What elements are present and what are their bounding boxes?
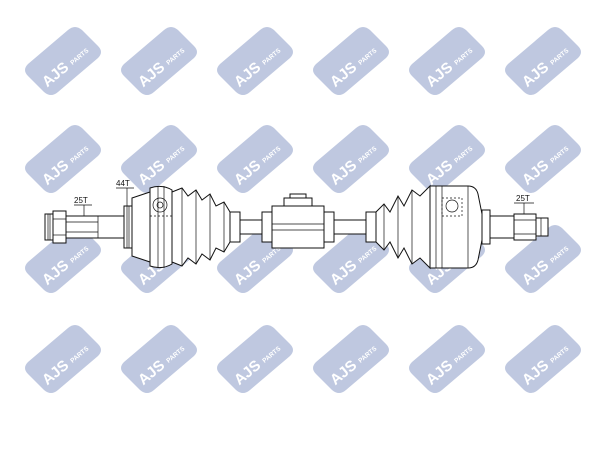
outer-spline-label: 25T [74, 196, 88, 205]
inner-joint-housing [429, 185, 483, 269]
inner-spline-shaft [481, 209, 549, 245]
inner-spline-label: 25T [516, 194, 530, 203]
drive-shaft-drawing: 25T 44T 25T [44, 179, 549, 270]
abs-ring-label: 44T [116, 179, 130, 188]
wheel-nut [44, 210, 67, 244]
center-damper [261, 193, 335, 249]
main-shaft-right [333, 219, 369, 235]
outer-boot [171, 187, 241, 267]
inner-boot [365, 184, 431, 270]
outer-spline-shaft [65, 215, 125, 239]
spec-labels: 25T 44T 25T [74, 179, 534, 216]
outer-cv-joint [123, 185, 173, 269]
